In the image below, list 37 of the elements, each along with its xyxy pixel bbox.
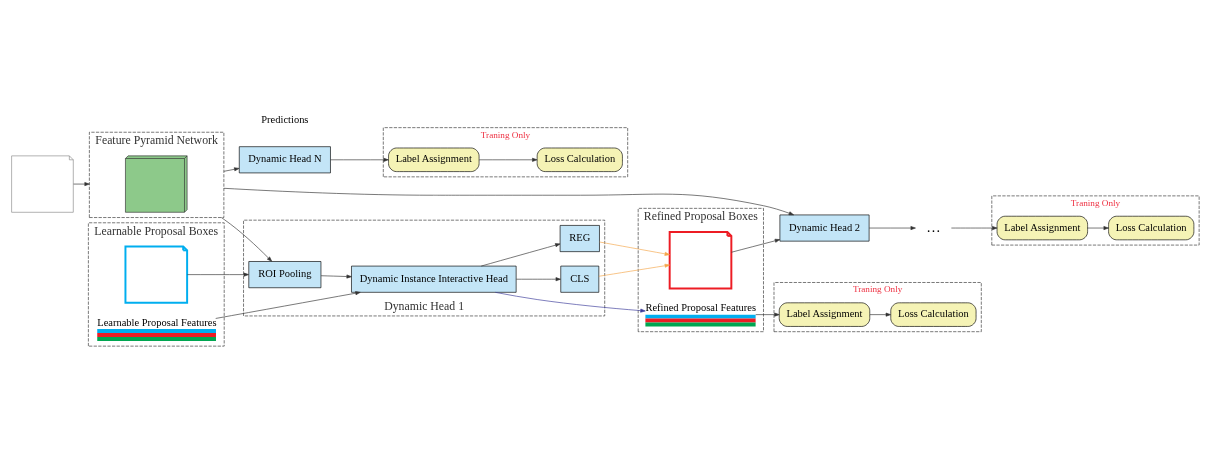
node-box: Label Assignment	[388, 147, 480, 172]
arrow	[869, 312, 891, 317]
arrow	[330, 157, 389, 162]
arrow	[73, 182, 90, 186]
node-box: Loss Calculation	[890, 302, 977, 327]
node-box: CLS	[560, 265, 600, 293]
node-box: Dynamic Head 2	[779, 214, 870, 242]
arrow	[221, 217, 273, 262]
node-box: Dynamic Instance Interactive Head	[351, 265, 517, 293]
arrow	[951, 226, 998, 230]
arrow	[731, 238, 781, 253]
arrow	[598, 263, 670, 277]
arrow	[495, 292, 646, 313]
node-box: ROI Pooling	[248, 261, 322, 289]
arrow	[320, 274, 352, 279]
arrow	[755, 312, 780, 317]
arrow	[215, 291, 361, 319]
arrow	[187, 272, 249, 277]
node-box: Dynamic Head N	[238, 146, 331, 174]
arrow	[223, 167, 240, 172]
node-box: Loss Calculation	[536, 147, 623, 172]
arrow	[515, 277, 561, 282]
node-box: Label Assignment	[996, 215, 1088, 241]
label: Predictions	[261, 113, 309, 125]
arrow	[599, 241, 670, 256]
arrow	[478, 157, 538, 162]
node-label: Refined Proposal Features	[645, 302, 757, 314]
node-box: Loss Calculation	[1108, 215, 1195, 241]
arrow	[868, 226, 916, 230]
node-box: REG	[559, 225, 600, 252]
node-text: …	[926, 218, 941, 235]
node-box: Label Assignment	[778, 302, 871, 327]
arrow	[1087, 226, 1109, 230]
arrow	[223, 187, 794, 216]
cluster: Feature Pyramid Network	[89, 131, 225, 218]
arrow	[480, 243, 561, 267]
node-label: Learnable Proposal Features	[97, 316, 217, 328]
